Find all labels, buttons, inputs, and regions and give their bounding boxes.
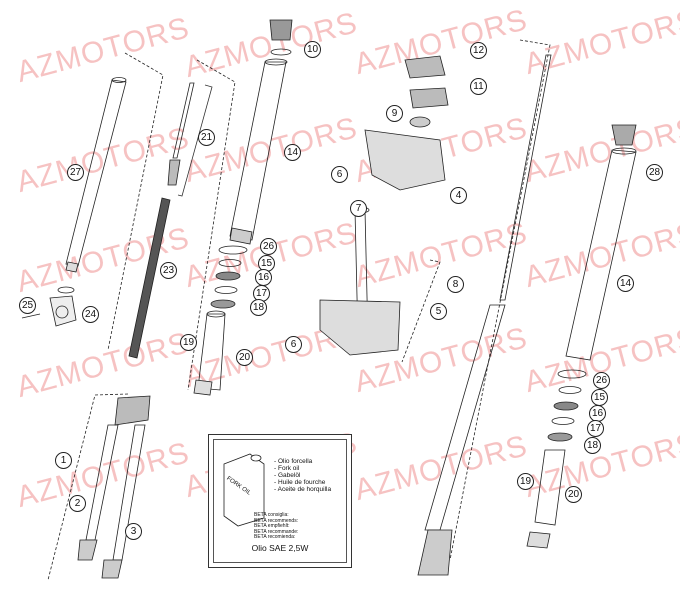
assembly-bracket [47, 393, 129, 581]
inner-tube [229, 19, 293, 245]
oil-spec: Olio SAE 2,5W [251, 543, 309, 553]
callout-19: 19 [517, 473, 534, 490]
callout-14: 14 [284, 144, 301, 161]
callout-25: 25 [19, 297, 36, 314]
callout-9: 9 [386, 105, 403, 122]
callout-26: 26 [593, 372, 610, 389]
fork-right [417, 54, 552, 576]
callout-20: 20 [565, 486, 582, 503]
callout-17: 17 [587, 420, 604, 437]
callout-1: 1 [55, 452, 72, 469]
callout-28: 28 [646, 164, 663, 181]
spring [128, 197, 171, 359]
oil-name: - Huile de fourche [274, 479, 326, 486]
fork-oil-box: FORK OIL - Olio forcella - Fork oil - Ga… [208, 434, 352, 568]
callout-7: 7 [350, 200, 367, 217]
callout-19: 19 [180, 334, 197, 351]
callout-16: 16 [255, 269, 272, 286]
seal-stack [210, 245, 248, 309]
callout-5: 5 [430, 303, 447, 320]
callout-21: 21 [198, 129, 215, 146]
beta-recommends: BETA consiglia: BETA recommends: BETA em… [254, 512, 299, 541]
callout-14: 14 [617, 275, 634, 292]
beta-line: BETA recommande: [254, 528, 299, 535]
oil-name: - Fork oil [274, 465, 300, 472]
upper-triple-clamp [364, 55, 449, 191]
assembly-bracket [449, 39, 551, 561]
callout-24: 24 [82, 306, 99, 323]
beta-line: BETA empfiehlt: [254, 523, 290, 529]
callout-18: 18 [250, 299, 267, 316]
callout-23: 23 [160, 262, 177, 279]
callout-8: 8 [447, 276, 464, 293]
fork-assembly-small [77, 395, 151, 579]
callout-11: 11 [470, 78, 487, 95]
oil-name: - Gabelöl [274, 472, 301, 479]
callout-18: 18 [584, 437, 601, 454]
outer-tube-left [65, 77, 127, 273]
assembly-bracket [107, 52, 164, 351]
callout-3: 3 [125, 523, 142, 540]
oil-can-icon: FORK OIL [223, 453, 265, 527]
beta-line: BETA recomienda: [254, 534, 296, 540]
assembly-bracket [187, 59, 236, 391]
oil-names: - Olio forcella - Fork oil - Gabelöl - H… [274, 458, 331, 493]
lower-triple-clamp [319, 206, 401, 356]
inner-tube-right [526, 124, 637, 549]
axle-clamp [21, 286, 77, 327]
oil-name: - Olio forcella [274, 458, 313, 465]
damper-rod [167, 82, 195, 186]
callout-10: 10 [304, 41, 321, 58]
callout-27: 27 [67, 164, 84, 181]
callout-26: 26 [260, 238, 277, 255]
callout-6: 6 [331, 166, 348, 183]
callout-4: 4 [450, 187, 467, 204]
callout-20: 20 [236, 349, 253, 366]
oil-name: - Aceite de horquilla [274, 486, 332, 493]
beta-line: BETA recommends: [254, 517, 299, 524]
bushing [193, 310, 226, 396]
callout-2: 2 [69, 495, 86, 512]
callout-12: 12 [470, 42, 487, 59]
assembly-bracket [401, 259, 441, 363]
callout-15: 15 [591, 389, 608, 406]
beta-line: BETA consiglia: [254, 512, 289, 518]
callout-6: 6 [285, 336, 302, 353]
